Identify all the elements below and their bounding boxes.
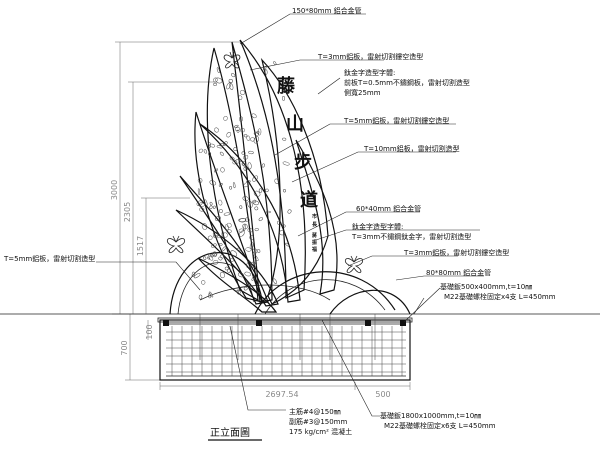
dim-700: 700 bbox=[120, 340, 129, 355]
dim-2697: 2697.54 bbox=[265, 390, 298, 399]
callout-aluminum-5mm-left: T=5mm鋁板，雷射切割造型 bbox=[3, 254, 95, 263]
dim-1517: 1517 bbox=[136, 236, 145, 256]
callout-tube-150x80: 150*80mm 鋁合金管 bbox=[292, 6, 362, 15]
vertical-dimensions: 3000 2305 1517 700 100 bbox=[110, 41, 240, 381]
callout-main-rebar: 主筋#4@150㎜ bbox=[289, 407, 341, 416]
leader-lines bbox=[96, 13, 484, 417]
callout-titanium-font-label-2: 鈦金字造型字體: bbox=[352, 222, 403, 231]
sign-char-3: 步 bbox=[294, 151, 312, 173]
sign-char-4: 道 bbox=[300, 189, 318, 211]
foundation bbox=[157, 314, 413, 381]
callout-titanium-front-plate: 前板T=0.5mm不鏽鋼板，雷射切割造型 bbox=[344, 78, 470, 87]
callout-tube-80x80: 80*80mm 鋁合金管 bbox=[426, 268, 491, 277]
sign-small-char-5: 福 bbox=[311, 246, 317, 253]
dim-3000: 3000 bbox=[110, 180, 119, 200]
callout-aluminum-5mm-hollow: T=5mm鋁板，雷射切割鏤空造型 bbox=[343, 116, 449, 125]
sign-char-1: 藤 bbox=[277, 75, 296, 97]
rebar-grid bbox=[166, 326, 406, 376]
dim-500: 500 bbox=[375, 390, 390, 399]
callout-aluminum-3mm-hollow-top: T=3mm鋁板，雷射切割鏤空造型 bbox=[317, 52, 423, 61]
sign-char-2: 山 bbox=[286, 114, 304, 135]
callout-tube-60x40: 60*40mm 鋁合金管 bbox=[356, 204, 421, 213]
sign-small-char-3: 蔣 bbox=[312, 232, 317, 239]
dim-100: 100 bbox=[145, 324, 154, 339]
callout-base-plate-large: 基礎鈑1800x1000mm,t=10㎜ bbox=[380, 411, 481, 420]
callout-titanium-3mm: T=3mm不鏽鋼鈦金字，雷射切割造型 bbox=[351, 232, 471, 241]
sign-small-char-2: 長 bbox=[312, 221, 318, 228]
callout-concrete-strength: 175 kg/cm² 混凝土 bbox=[289, 427, 352, 436]
callout-secondary-rebar: 副筋#3@150mm bbox=[289, 417, 347, 426]
callout-titanium-font-label: 鈦金字造型字體: bbox=[344, 68, 395, 77]
sign-small-char-4: 振 bbox=[312, 239, 317, 246]
callout-base-plate-small: 基礎鈑500x400mm,t=10㎜ bbox=[440, 282, 532, 291]
callout-titanium-side-width: 側寬25mm bbox=[344, 88, 381, 97]
laser-cut-perforations bbox=[191, 61, 292, 300]
callout-aluminum-3mm-hollow-right: T=3mm鋁板，雷射切割鏤空造型 bbox=[403, 248, 509, 257]
callout-aluminum-10mm: T=10mm鋁板，雷射切割造型 bbox=[363, 144, 460, 153]
callouts: 150*80mm 鋁合金管 T=3mm鋁板，雷射切割鏤空造型 鈦金字造型字體: … bbox=[3, 6, 556, 436]
sign-lettering: 藤 山 步 道 市 長 蔣 振 福 bbox=[277, 75, 318, 253]
sign-small-char-1: 市 bbox=[312, 213, 317, 220]
dim-2305: 2305 bbox=[123, 202, 132, 222]
butterfly-icon-left bbox=[167, 235, 185, 254]
butterfly-icon-right bbox=[345, 255, 363, 274]
butterfly-icon-top bbox=[223, 51, 241, 69]
callout-base-bolts-small: M22基礎螺栓固定x4支 L=450mm bbox=[444, 292, 556, 301]
horizontal-dimensions: 2697.54 500 bbox=[159, 382, 411, 399]
callout-base-bolts-large: M22基礎螺栓固定x6支 L=450mm bbox=[384, 421, 496, 430]
drawing-title: 正立面圖 bbox=[210, 426, 250, 439]
leaf-panels bbox=[175, 39, 338, 313]
